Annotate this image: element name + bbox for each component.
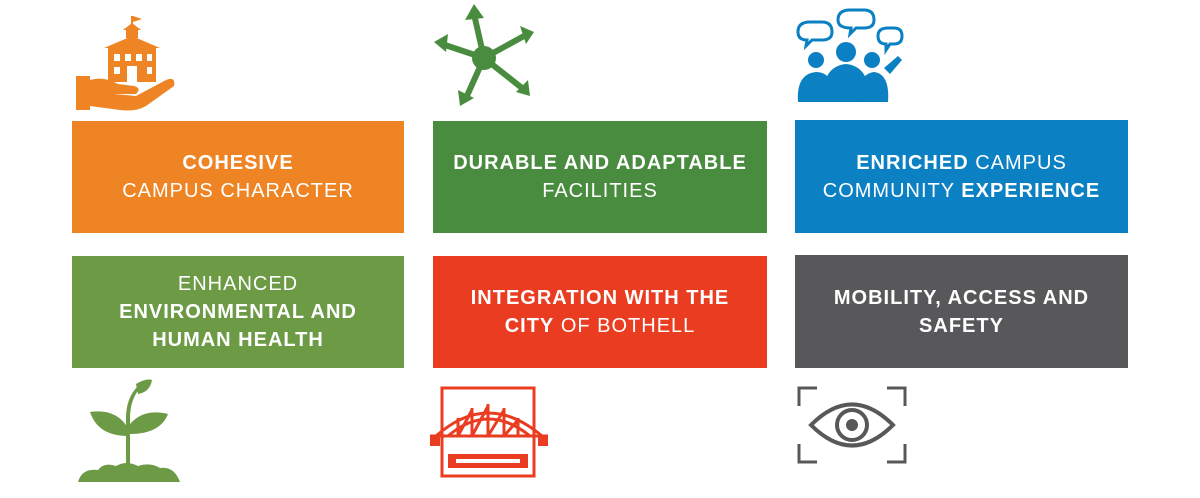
tile-text: CITY	[504, 315, 555, 337]
tile-text: EXPERIENCE	[961, 179, 1101, 202]
tile-text: ENVIRONMENTAL AND	[119, 301, 357, 323]
tile-text: FACILITIES	[542, 180, 658, 202]
tile-text: HUMAN HEALTH	[152, 329, 324, 351]
tile-text: ENRICHED	[856, 151, 969, 174]
tile-text: COMMUNITY	[822, 179, 962, 202]
tile-text: COHESIVE	[182, 152, 294, 174]
tile-integration-city-bothell: INTEGRATION WITH THE CITY OF BOTHELL	[433, 256, 767, 368]
bridge-icon	[430, 386, 548, 478]
tile-mobility-access-safety: MOBILITY, ACCESS AND SAFETY	[795, 255, 1128, 368]
tile-text: MOBILITY, ACCESS AND	[833, 286, 1090, 309]
people-speech-icon	[796, 8, 904, 102]
school-in-hand-icon	[76, 16, 175, 111]
tile-cohesive-campus-character: COHESIVE CAMPUS CHARACTER	[72, 121, 404, 233]
arrows-network-icon	[434, 4, 534, 106]
sprout-icon	[78, 379, 180, 482]
tile-environmental-human-health: ENHANCED ENVIRONMENTAL AND HUMAN HEALTH	[72, 256, 404, 368]
tile-text: DURABLE AND ADAPTABLE	[453, 152, 747, 174]
tile-durable-adaptable-facilities: DURABLE AND ADAPTABLE FACILITIES	[433, 121, 767, 233]
tile-enriched-community-experience: ENRICHED CAMPUS COMMUNITY EXPERIENCE	[795, 120, 1128, 233]
tile-text: CAMPUS	[968, 151, 1067, 174]
tile-text: INTEGRATION WITH THE	[470, 287, 730, 309]
tile-text: CAMPUS CHARACTER	[122, 180, 354, 202]
tile-text: SAFETY	[919, 314, 1004, 337]
eye-icon	[797, 386, 907, 464]
tile-text: OF BOTHELL	[554, 315, 696, 337]
tile-text: ENHANCED	[177, 273, 299, 295]
